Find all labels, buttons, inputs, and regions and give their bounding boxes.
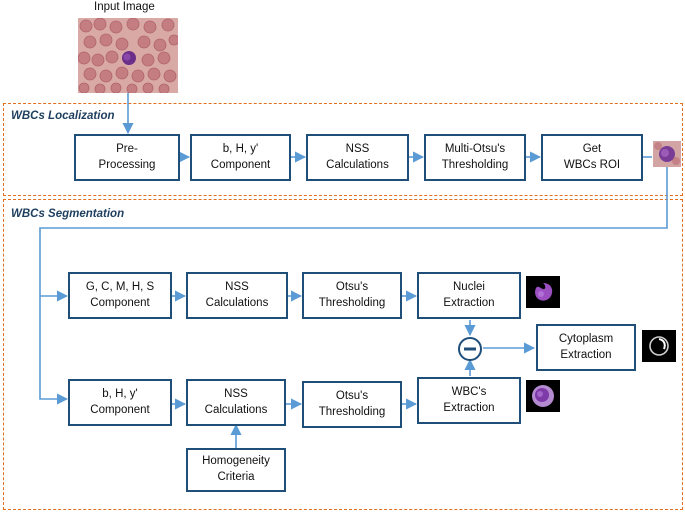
subtraction-operator-icon xyxy=(458,337,482,361)
bhy-component-box: b, H, y' Component xyxy=(190,134,291,181)
nss-calculations-top-box: NSS Calculations xyxy=(186,272,288,319)
localization-region xyxy=(3,103,683,196)
nss-calculations-box: NSS Calculations xyxy=(306,134,409,181)
wbc-extraction-box: WBC's Extraction xyxy=(417,377,521,424)
localization-title: WBCs Localization xyxy=(11,110,115,122)
cytoplasm-extraction-box: Cytoplasm Extraction xyxy=(536,324,636,371)
input-blood-smear-image xyxy=(78,18,178,93)
pre-processing-box: Pre- Processing xyxy=(74,134,180,181)
nss-calculations-bottom-box: NSS Calculations xyxy=(186,379,286,426)
nuclei-thumbnail xyxy=(526,276,560,308)
multi-otsu-thresholding-box: Multi-Otsu's Thresholding xyxy=(424,134,526,181)
cytoplasm-thumbnail xyxy=(642,330,676,362)
wbc-roi-thumbnail xyxy=(653,141,681,167)
otsu-thresholding-top-box: Otsu's Thresholding xyxy=(302,272,402,319)
get-wbcs-roi-box: Get WBCs ROI xyxy=(541,134,643,181)
input-image-title: Input Image xyxy=(94,1,155,13)
homogeneity-criteria-box: Homogeneity Criteria xyxy=(186,448,286,492)
bhy-component-bottom-box: b, H, y' Component xyxy=(68,379,172,426)
otsu-thresholding-bottom-box: Otsu's Thresholding xyxy=(302,381,402,428)
gcmhs-component-box: G, C, M, H, S Component xyxy=(68,272,172,319)
segmentation-title: WBCs Segmentation xyxy=(11,208,125,220)
wbc-thumbnail xyxy=(526,380,560,412)
nuclei-extraction-box: Nuclei Extraction xyxy=(417,272,521,319)
segmentation-region xyxy=(3,199,683,510)
